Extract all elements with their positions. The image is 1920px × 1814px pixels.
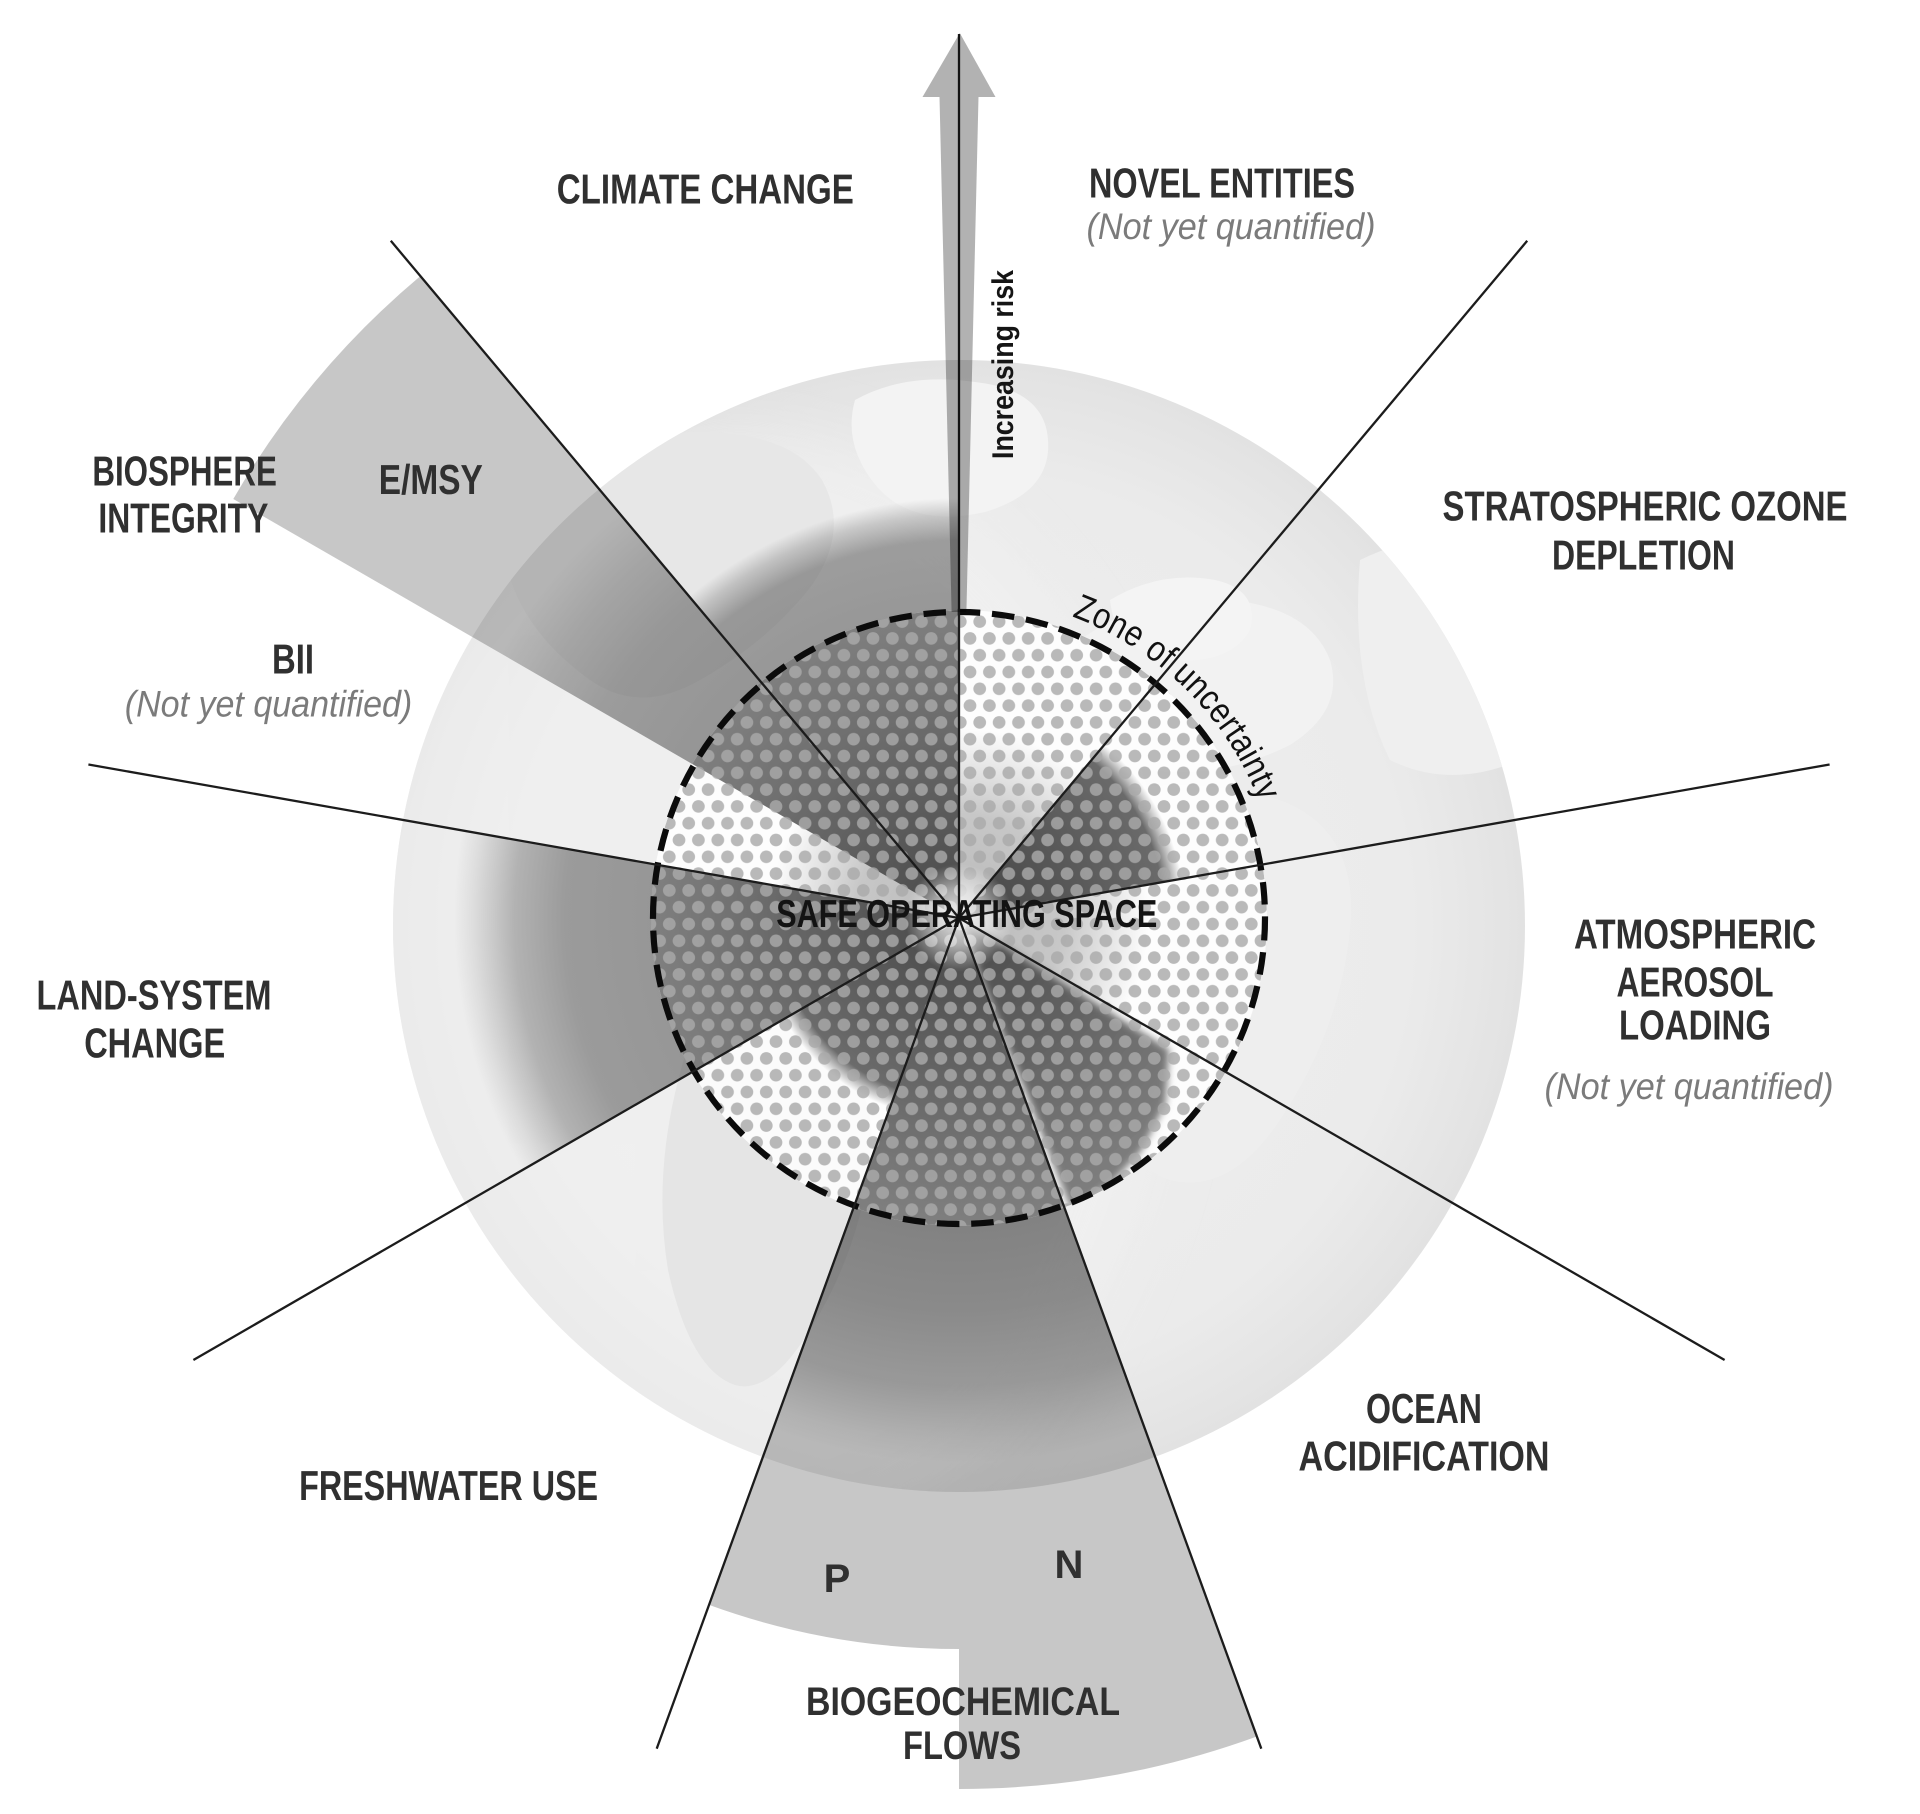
svg-text:INTEGRITY: INTEGRITY bbox=[98, 495, 268, 542]
svg-text:ATMOSPHERIC: ATMOSPHERIC bbox=[1574, 911, 1816, 958]
svg-text:P: P bbox=[824, 1557, 851, 1601]
svg-text:FRESHWATER USE: FRESHWATER USE bbox=[299, 1462, 598, 1509]
svg-text:CHANGE: CHANGE bbox=[84, 1020, 225, 1067]
svg-text:(Not yet quantified): (Not yet quantified) bbox=[125, 684, 413, 725]
svg-text:NOVEL ENTITIES: NOVEL ENTITIES bbox=[1089, 160, 1355, 207]
svg-text:BIOGEOCHEMICAL: BIOGEOCHEMICAL bbox=[806, 1680, 1120, 1724]
svg-text:OCEAN: OCEAN bbox=[1366, 1385, 1482, 1432]
svg-text:(Not yet quantified): (Not yet quantified) bbox=[1087, 206, 1376, 247]
svg-text:BIOSPHERE: BIOSPHERE bbox=[92, 448, 277, 495]
svg-text:LOADING: LOADING bbox=[1619, 1002, 1771, 1049]
svg-text:DEPLETION: DEPLETION bbox=[1552, 532, 1735, 579]
svg-text:E/MSY: E/MSY bbox=[379, 456, 483, 503]
svg-text:(Not yet quantified): (Not yet quantified) bbox=[1545, 1066, 1834, 1107]
svg-text:CLIMATE CHANGE: CLIMATE CHANGE bbox=[557, 166, 854, 213]
svg-text:LAND-SYSTEM: LAND-SYSTEM bbox=[37, 972, 272, 1019]
svg-text:SAFE OPERATING SPACE: SAFE OPERATING SPACE bbox=[776, 893, 1157, 936]
svg-text:N: N bbox=[1055, 1543, 1084, 1587]
svg-text:FLOWS: FLOWS bbox=[903, 1724, 1021, 1768]
svg-text:AEROSOL: AEROSOL bbox=[1617, 959, 1774, 1006]
svg-text:ACIDIFICATION: ACIDIFICATION bbox=[1299, 1433, 1550, 1480]
svg-text:STRATOSPHERIC OZONE: STRATOSPHERIC OZONE bbox=[1443, 483, 1848, 530]
svg-text:BII: BII bbox=[272, 636, 314, 683]
svg-text:Increasing risk: Increasing risk bbox=[987, 270, 1020, 459]
